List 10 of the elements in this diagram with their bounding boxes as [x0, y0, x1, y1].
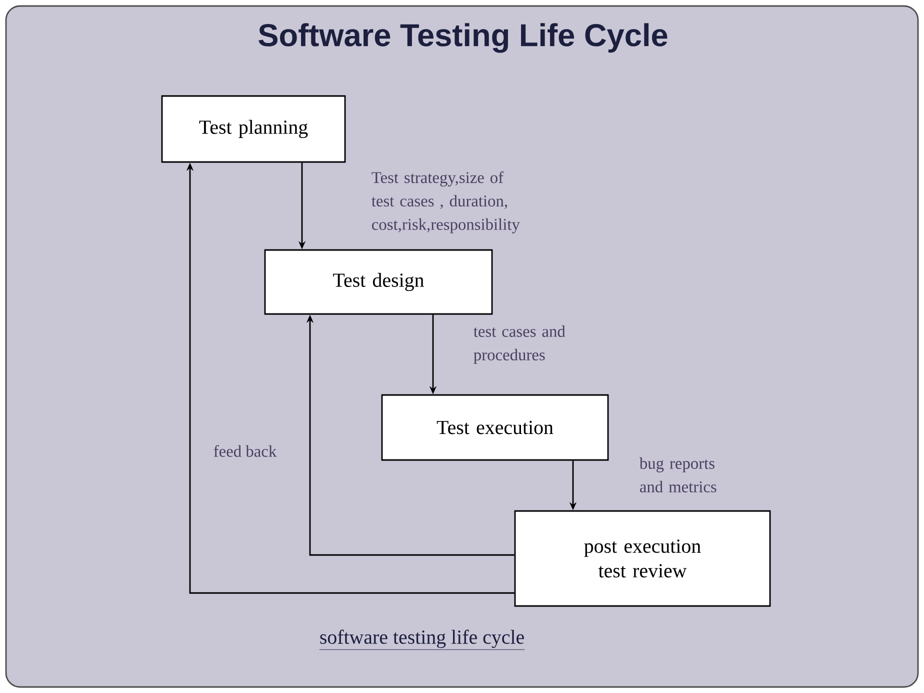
edge-label: test cases and procedures: [474, 325, 566, 364]
process-box: post execution test review: [514, 510, 771, 607]
note: feed back: [214, 445, 277, 457]
caption: software testing life cycle: [319, 630, 525, 650]
process-box: Test execution: [381, 394, 609, 461]
process-box: Test design: [264, 249, 493, 315]
process-box: Test planning: [161, 95, 346, 163]
title: Software Testing Life Cycle: [258, 23, 668, 53]
edge-label: bug reports and metrics: [639, 457, 716, 492]
edge-label: Test strategy,size of test cases , duration, cost,risk,responsibility: [372, 171, 520, 234]
